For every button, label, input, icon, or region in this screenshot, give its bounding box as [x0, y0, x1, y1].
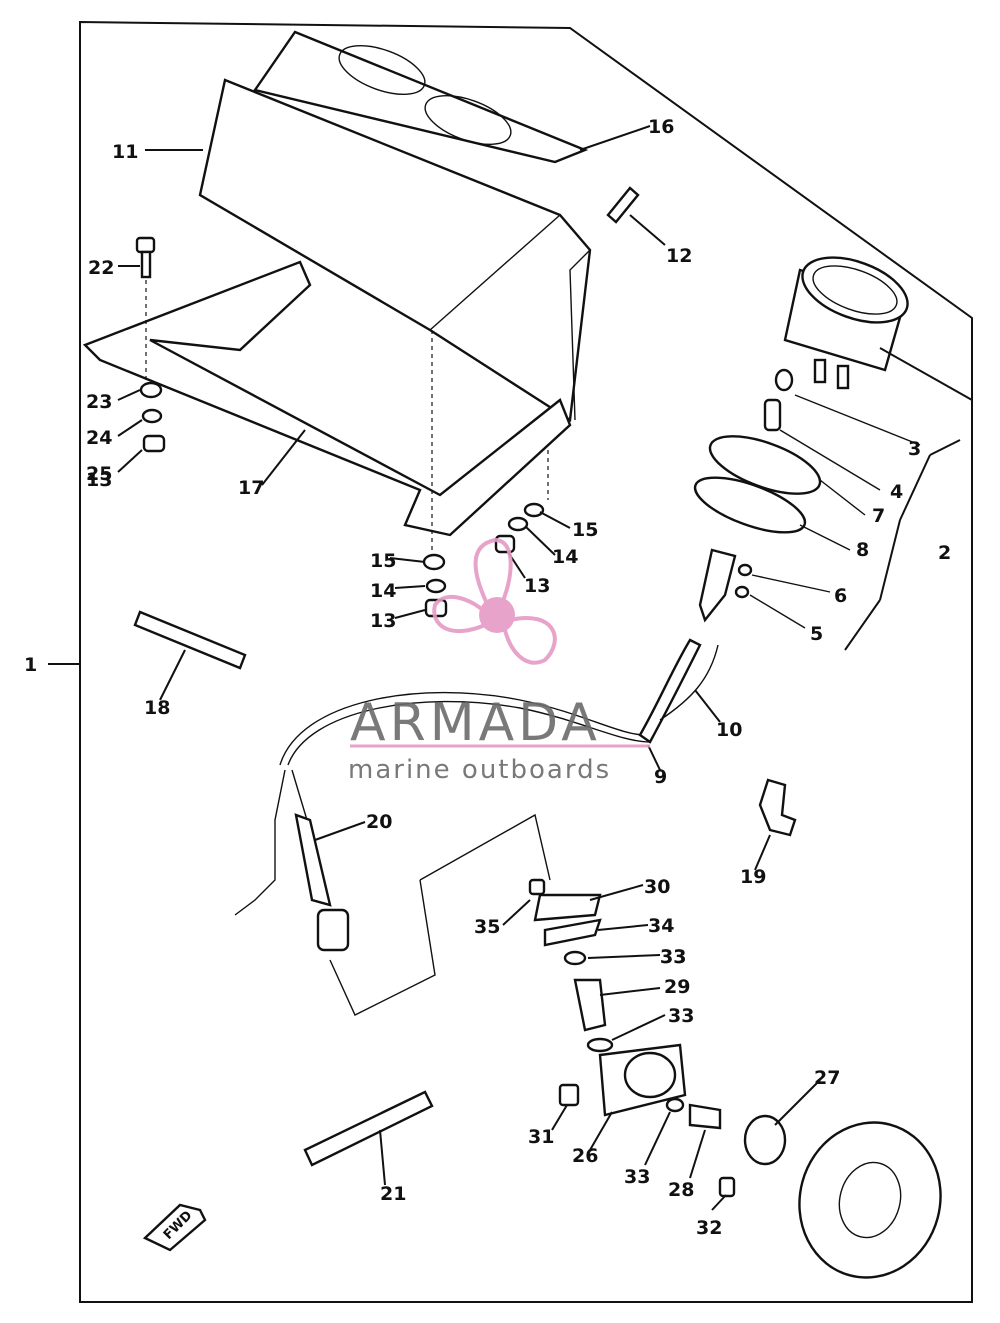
part-label: 5: [810, 623, 823, 645]
armada-watermark: ARMADA marine outboards: [348, 537, 650, 785]
part-label: 14: [552, 546, 578, 568]
tachometer-gauge: [774, 256, 909, 392]
meter-stud: [698, 548, 753, 623]
hardware-left-stack: [422, 330, 448, 618]
meter-leaders: [749, 347, 973, 651]
clamp-19: [758, 778, 797, 837]
wire-harness: [234, 638, 719, 952]
part-label: 18: [144, 697, 170, 719]
part-label: 6: [834, 585, 847, 607]
part-label: 19: [740, 866, 766, 888]
stay-18: [133, 610, 247, 670]
meter-cover: [198, 78, 592, 423]
bolt-22: [135, 236, 156, 385]
part-label: 3: [908, 438, 921, 460]
part-label: 24: [86, 427, 112, 449]
gasket-plate: [253, 30, 589, 164]
part-label: 33: [660, 946, 686, 968]
part-label: 16: [648, 116, 674, 138]
part-label: 28: [668, 1179, 694, 1201]
part-label: 23: [86, 391, 112, 413]
part-label: 29: [664, 976, 690, 998]
meter-bulb-socket: [763, 398, 782, 432]
part-label: 35: [474, 916, 500, 938]
bolt-12: [606, 186, 640, 224]
part-label: 15: [572, 519, 598, 541]
mounting-bracket: [82, 260, 572, 537]
part-label: 15: [370, 550, 396, 572]
part-label: 7: [872, 505, 885, 527]
drive-bracket-outline: [329, 813, 551, 1016]
part-label: 17: [238, 477, 264, 499]
washer-24: [141, 408, 163, 424]
part-label: 33: [624, 1166, 650, 1188]
part-label: 22: [88, 257, 114, 279]
part-label: 34: [648, 915, 674, 937]
part-label: 32: [696, 1217, 722, 1239]
part-label: 8: [856, 539, 869, 561]
part-label: 20: [366, 811, 392, 833]
part-label: 13: [524, 575, 550, 597]
part-label: 9: [654, 766, 667, 788]
diagram-frame: [79, 20, 973, 1303]
washer-23: [139, 381, 163, 399]
part-label: 13: [370, 610, 396, 632]
fwd-arrow: FWD: [142, 1203, 207, 1252]
part-label: 25: [86, 463, 112, 485]
watermark-brand: ARMADA: [350, 693, 601, 753]
part-label: 13: [86, 469, 112, 491]
part-label: 2: [938, 542, 951, 564]
flywheel-rotor: [718, 1114, 942, 1279]
part-label: 21: [380, 1183, 406, 1205]
part-label: 26: [572, 1145, 598, 1167]
part-label: 33: [668, 1005, 694, 1027]
part-label: 30: [644, 876, 670, 898]
part-label: 1: [24, 654, 37, 676]
nut-25: [142, 434, 166, 453]
propeller-logo-icon: [432, 537, 557, 665]
part-label: 33: [660, 946, 686, 968]
part-label: 10: [716, 719, 742, 741]
part-label: 4: [890, 481, 903, 503]
part-label: 11: [112, 141, 138, 163]
lead-21: [303, 1090, 434, 1167]
part-label: 14: [370, 580, 396, 602]
part-label: 27: [814, 1067, 840, 1089]
label-leaders: [117, 125, 821, 1211]
part-label: 31: [528, 1126, 554, 1148]
meter-ring-8: [693, 476, 807, 534]
part-number-labels: 1 2 3 4 5 6 7 8 9 10 11 12 13 13 13 14 1…: [24, 116, 951, 1239]
part-label: 12: [666, 245, 692, 267]
drive-gear-housing: [528, 878, 722, 1130]
watermark-tagline: marine outboards: [348, 755, 611, 785]
